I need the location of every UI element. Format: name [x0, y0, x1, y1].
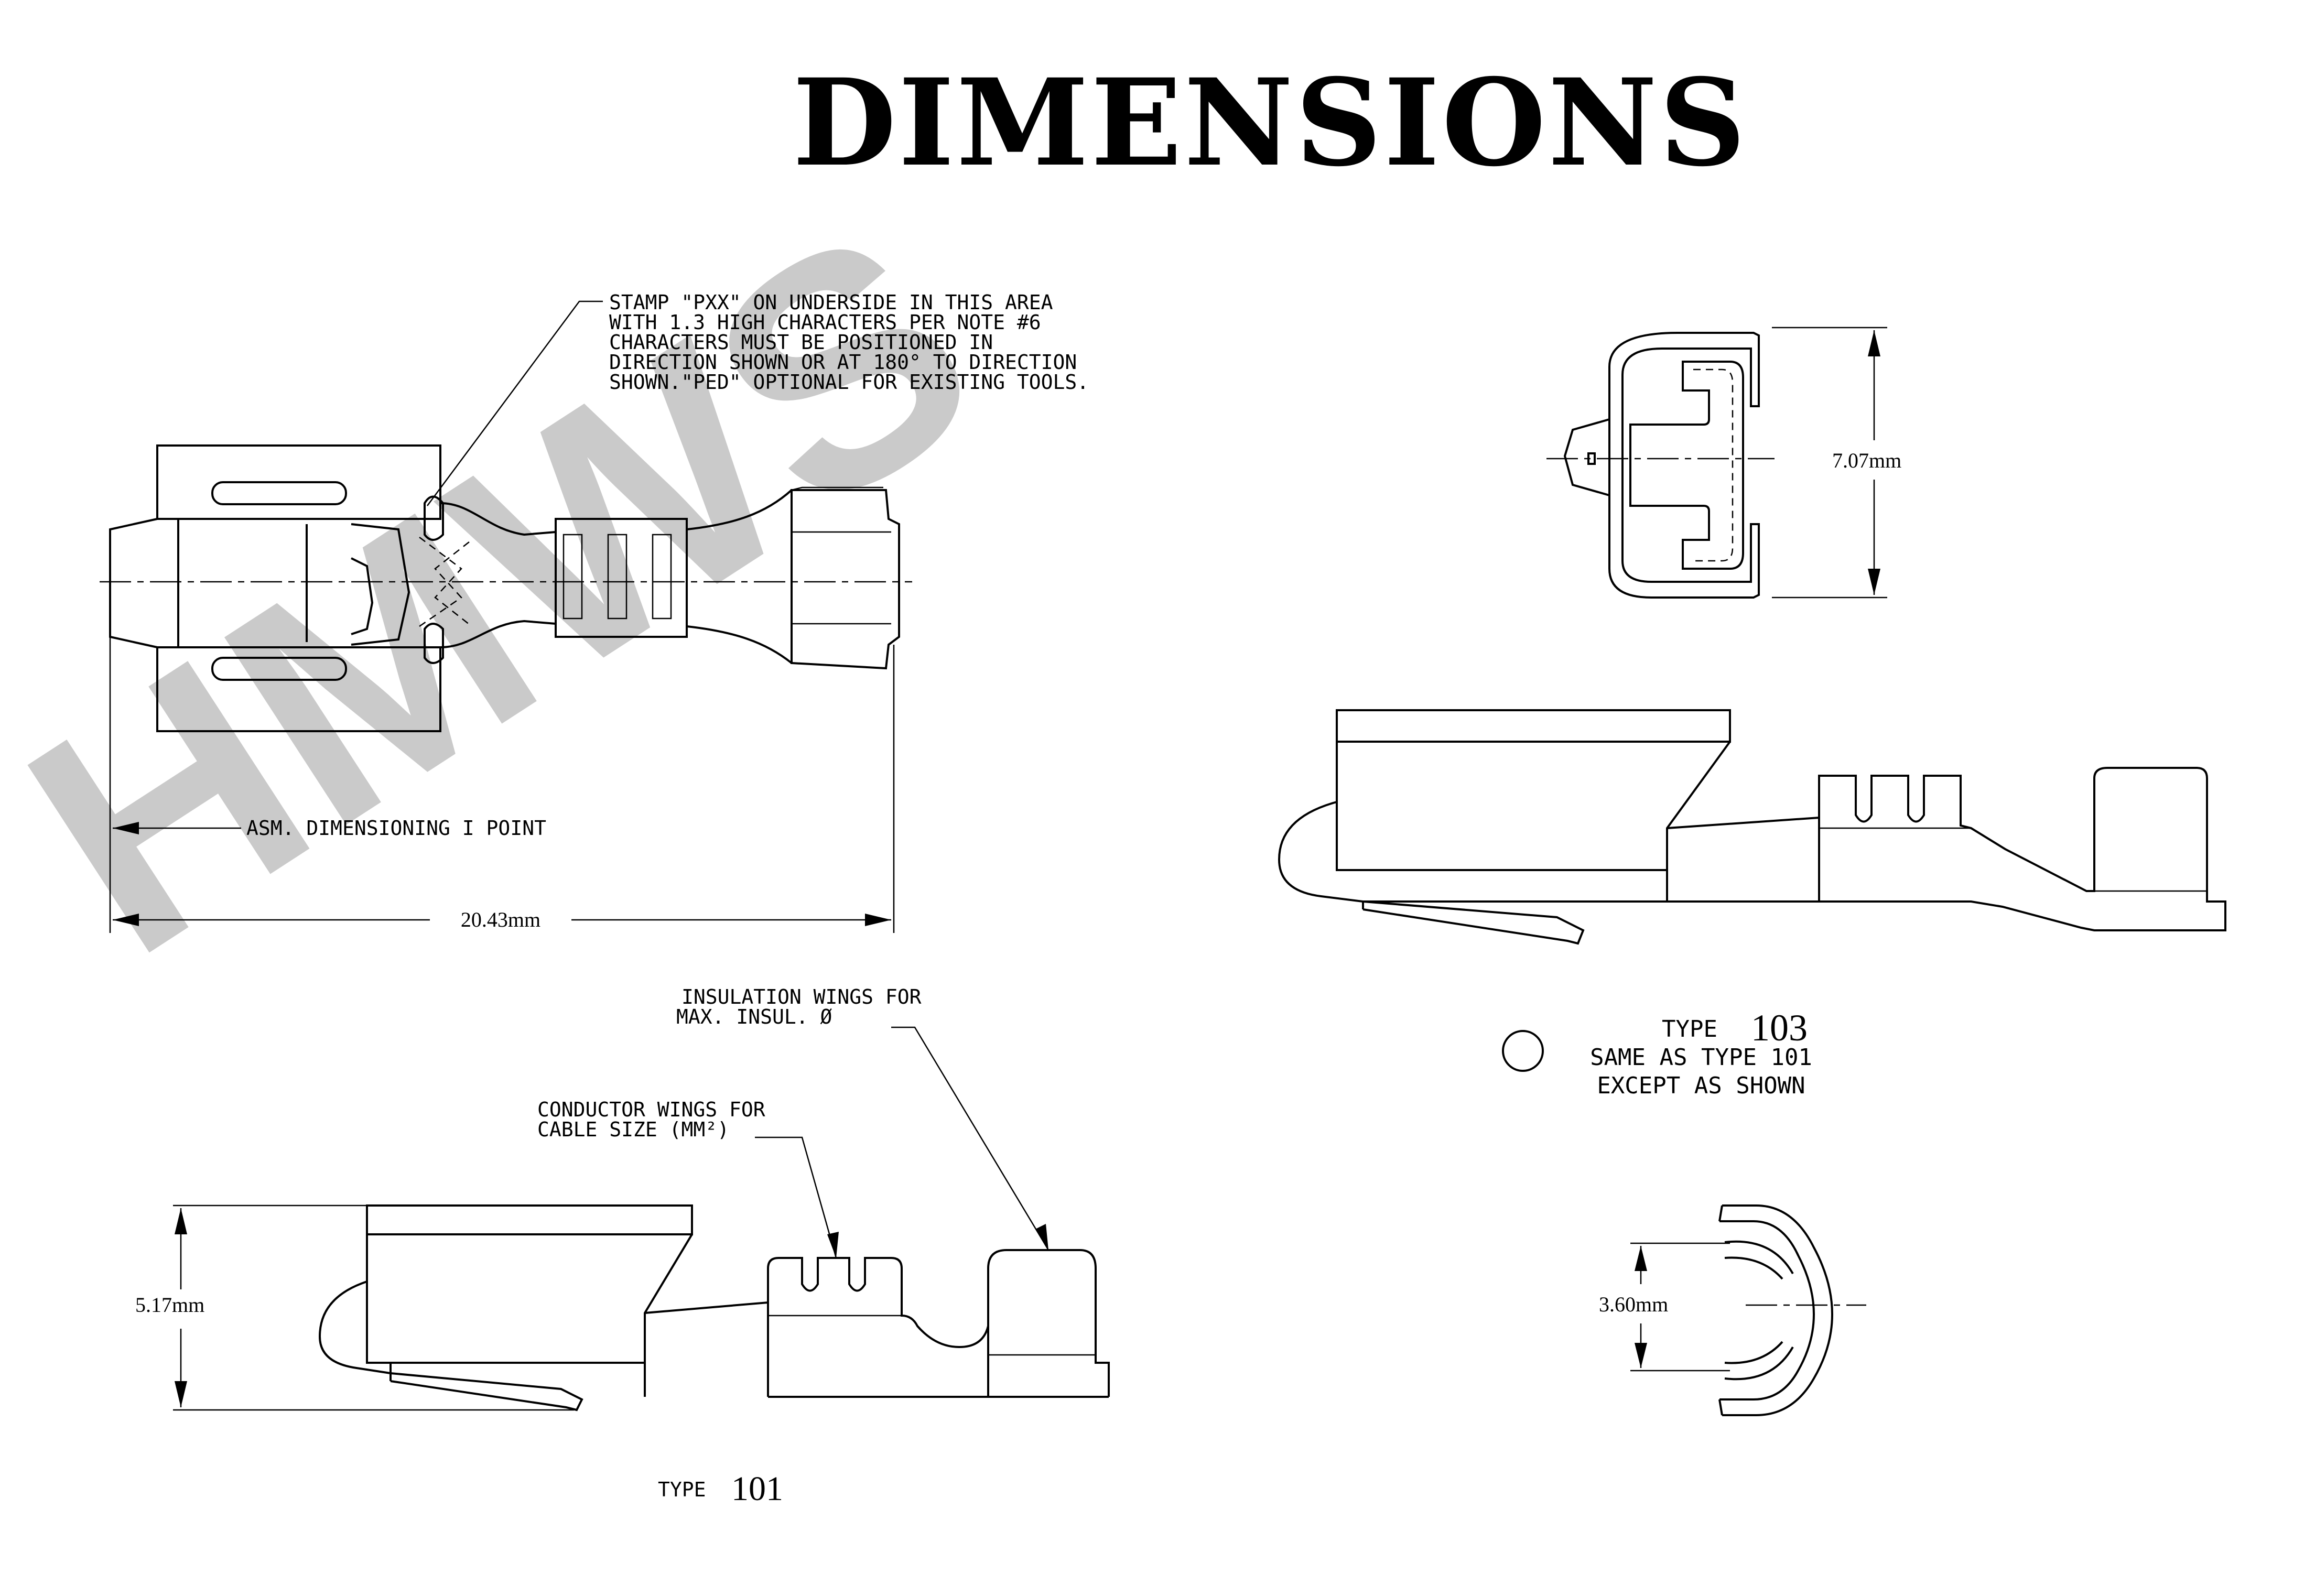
asm-point-note: ASM. DIMENSIONING I POINT	[246, 817, 546, 840]
type103-prefix: TYPE	[1662, 1016, 1717, 1043]
conductor-leader	[755, 1136, 837, 1258]
stamp-note-line-2: WITH 1.3 HIGH CHARACTERS PER NOTE #6	[609, 311, 1041, 334]
stamp-note: STAMP "PXX" ON UNDERSIDE IN THIS AREA WI…	[609, 291, 1089, 394]
page-title: DIMENSIONS	[793, 52, 1748, 193]
stamp-note-line-5: SHOWN."PED" OPTIONAL FOR EXISTING TOOLS.	[609, 371, 1089, 394]
type101-prefix: TYPE	[658, 1478, 706, 1501]
conductor-note-line-1: CONDUCTOR WINGS FOR	[537, 1098, 765, 1121]
front-view	[1546, 332, 1775, 599]
insulation-leader	[891, 1026, 1050, 1251]
conductor-note-line-2: CABLE SIZE (MM²)	[537, 1118, 729, 1141]
end-view	[1718, 1204, 1866, 1416]
insulation-note-line-1: INSULATION WINGS FOR	[681, 985, 922, 1008]
insulation-note-line-2: MAX. INSUL. Ø	[676, 1005, 832, 1028]
height-side-dimension: 5.17mm	[135, 1293, 204, 1317]
length-dimension: 20.43mm	[461, 908, 540, 931]
top-view	[100, 444, 912, 732]
revision-circle	[1502, 1030, 1544, 1072]
width-end-dimension: 3.60mm	[1599, 1293, 1668, 1316]
stamp-note-line-1: STAMP "PXX" ON UNDERSIDE IN THIS AREA	[609, 291, 1053, 314]
type103-number: 103	[1751, 1007, 1808, 1049]
stamp-leader	[426, 300, 603, 506]
type101-number: 101	[731, 1470, 783, 1508]
watermark: HMWS	[0, 158, 1032, 1022]
stamp-note-line-4: DIRECTION SHOWN OR AT 180° TO DIRECTION	[609, 351, 1077, 374]
type103-note-line-2: EXCEPT AS SHOWN	[1597, 1072, 1805, 1099]
type103-note-line-1: SAME AS TYPE 101	[1590, 1044, 1812, 1071]
stamp-note-line-3: CHARACTERS MUST BE POSITIONED IN	[609, 331, 993, 354]
side-view-type103	[1278, 709, 2226, 945]
height-front-dimension: 7.07mm	[1832, 449, 1901, 472]
side-view-type101	[318, 1204, 1110, 1412]
